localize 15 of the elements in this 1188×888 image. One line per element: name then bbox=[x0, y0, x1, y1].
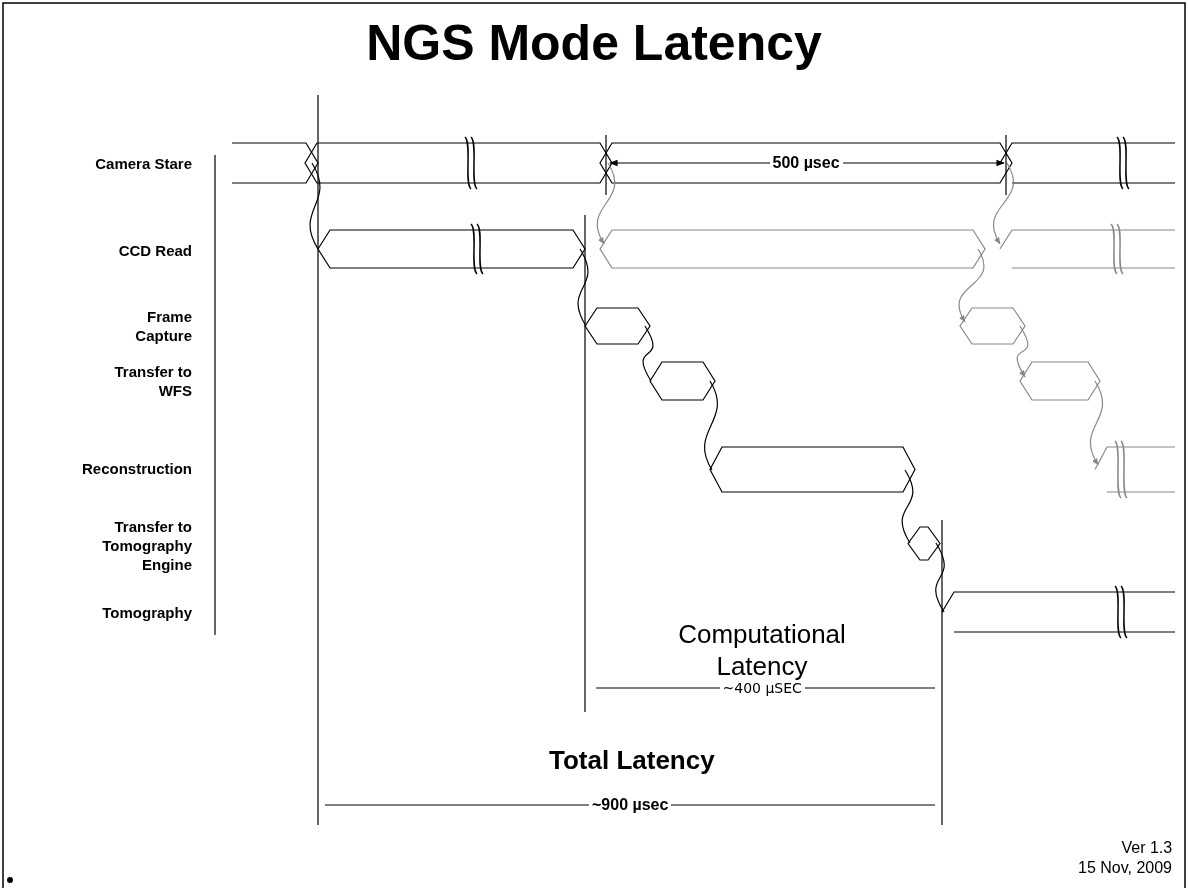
row-label: Reconstruction bbox=[81, 458, 192, 478]
row-label: Camera Stare bbox=[94, 153, 192, 173]
dimension-label: ~400 µSEC bbox=[719, 680, 805, 696]
row-label: Transfer to Tomography Engine bbox=[101, 516, 192, 574]
annotation-text: Computational Latency bbox=[677, 618, 847, 682]
row-label: Tomography bbox=[101, 602, 192, 622]
title: NGS Mode Latency bbox=[365, 14, 823, 72]
annotation-text: Total Latency bbox=[549, 744, 715, 776]
row-label: Transfer to WFS bbox=[113, 362, 192, 400]
row-label: CCD Read bbox=[117, 240, 192, 260]
version-text: Ver 1.3 bbox=[1121, 839, 1173, 857]
date-text: 15 Nov, 2009 bbox=[1078, 859, 1172, 877]
dimension-label: ~900 µsec bbox=[589, 796, 672, 814]
row-label: Frame Capture bbox=[134, 307, 192, 345]
dimension-label: 500 µsec bbox=[769, 154, 843, 172]
